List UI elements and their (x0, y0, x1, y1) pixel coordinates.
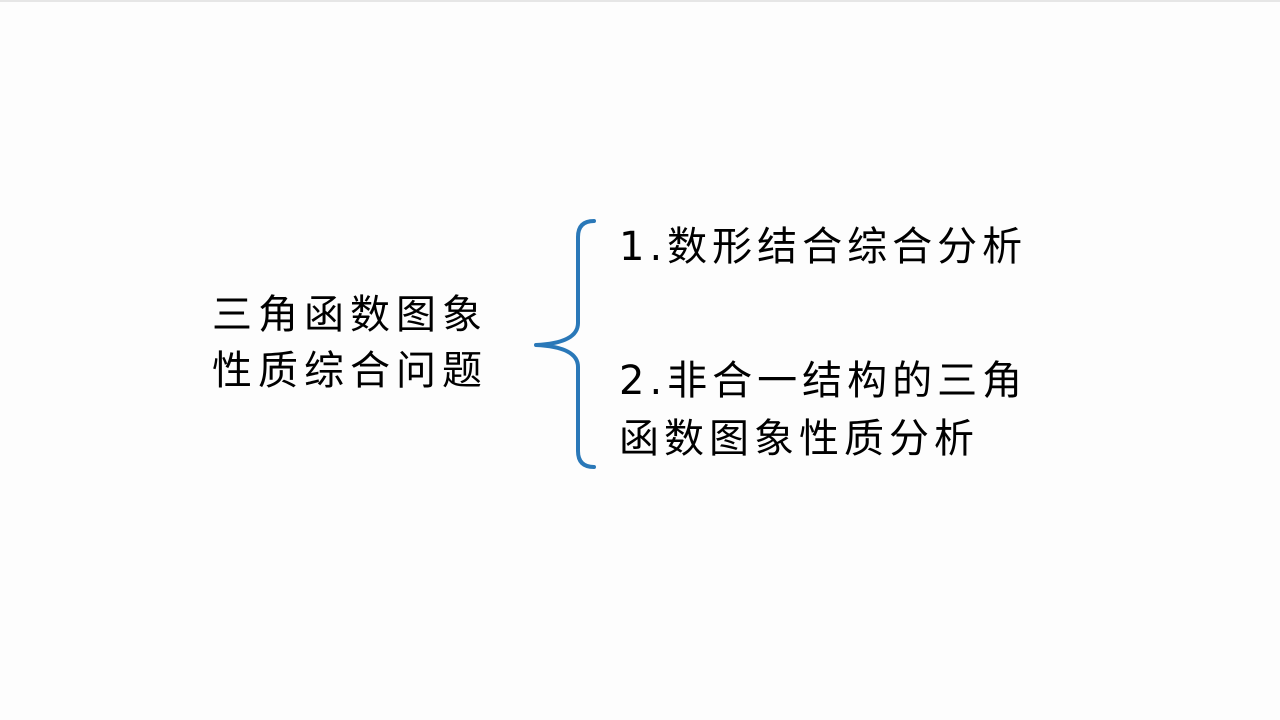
top-rule (0, 0, 1280, 2)
brace-stroke (534, 219, 596, 469)
branch-item-1: 1.数形结合综合分析 (619, 218, 1027, 276)
branch-item-2: 2.非合一结构的三角 函数图象性质分析 (619, 352, 1027, 468)
curly-brace-connector (534, 219, 596, 469)
branch-1-line-1: 1.数形结合综合分析 (619, 224, 1028, 270)
branch-2-line-2: 函数图象性质分析 (619, 416, 979, 462)
central-topic-line-2: 性质综合问题 (212, 348, 488, 394)
central-topic-line-1: 三角函数图象 (212, 292, 488, 338)
branch-2-line-1: 2.非合一结构的三角 (619, 358, 1028, 404)
central-topic: 三角函数图象 性质综合问题 (212, 287, 532, 399)
